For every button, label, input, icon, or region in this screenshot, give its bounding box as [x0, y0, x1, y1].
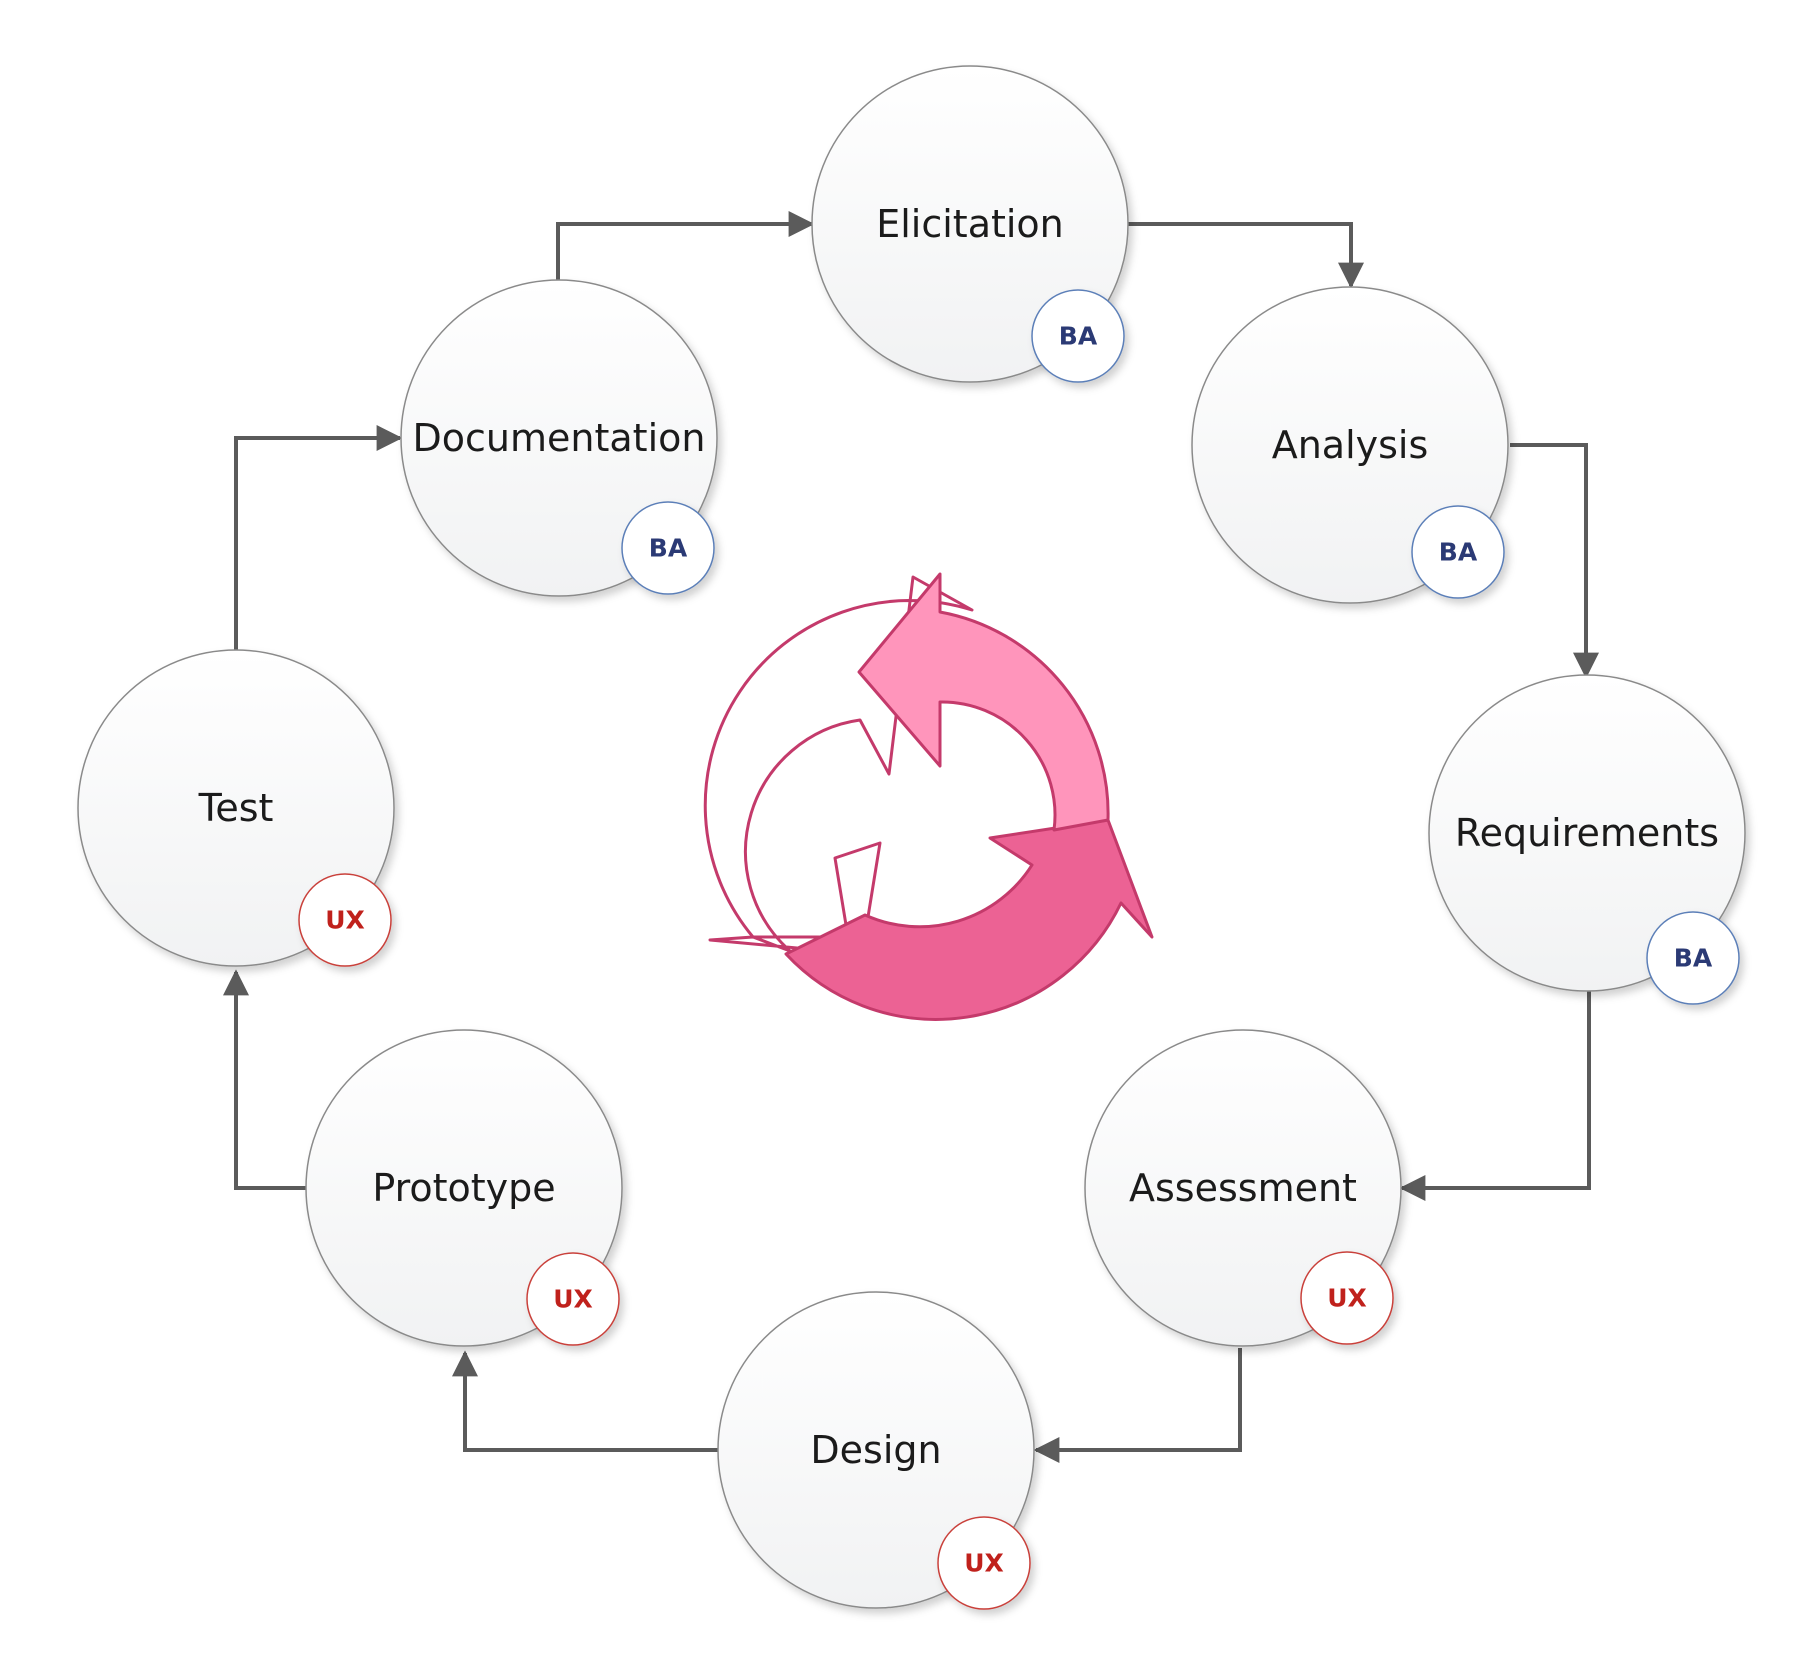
role-badge-label: BA: [1059, 322, 1098, 351]
role-badge: [1300, 1251, 1394, 1345]
node-circle: [1428, 674, 1746, 992]
node-label: Documentation: [413, 416, 706, 460]
node-label: Elicitation: [876, 202, 1064, 246]
node-label: Analysis: [1272, 423, 1429, 467]
role-badge: [298, 873, 392, 967]
role-badge-label: UX: [1327, 1284, 1367, 1313]
role-badge-label: BA: [1439, 538, 1478, 567]
node-label: Requirements: [1455, 811, 1719, 855]
connector-layer: [223, 211, 1599, 1463]
node-label: Prototype: [372, 1166, 555, 1210]
cycle-arrow-dark: [784, 818, 1154, 1021]
role-badge: [937, 1516, 1031, 1610]
connector-prototype-test: [223, 969, 306, 1190]
cycle-arrow-light: [857, 572, 1110, 832]
role-badge-label: UX: [325, 906, 365, 935]
connector-test-documentation: [234, 425, 403, 652]
connector-elicitation-analysis: [1128, 222, 1364, 289]
role-badge-label: UX: [553, 1285, 593, 1314]
node-layer: ElicitationBAAnalysisBARequirementsBAAss…: [77, 65, 1746, 1610]
role-badge: [621, 501, 715, 595]
node-label: Assessment: [1129, 1166, 1357, 1210]
connector-requirements-assessment: [1399, 990, 1591, 1201]
role-badge: [1411, 505, 1505, 599]
node-label: Test: [198, 786, 274, 830]
connector-assessment-design: [1033, 1348, 1242, 1463]
connector-analysis-requirements: [1510, 443, 1599, 679]
node-label: Design: [810, 1428, 941, 1472]
role-badge: [1646, 911, 1740, 1005]
connector-design-prototype: [452, 1350, 720, 1452]
role-badge-label: UX: [964, 1549, 1004, 1578]
role-badge: [526, 1252, 620, 1346]
role-badge-label: BA: [1674, 944, 1713, 973]
role-badge-label: BA: [649, 534, 688, 563]
cycle-arrow-light-part: [857, 572, 1110, 832]
cycle-arrow-dark-part: [784, 818, 1154, 1021]
role-badge: [1031, 289, 1125, 383]
connector-documentation-elicitation: [556, 211, 815, 280]
